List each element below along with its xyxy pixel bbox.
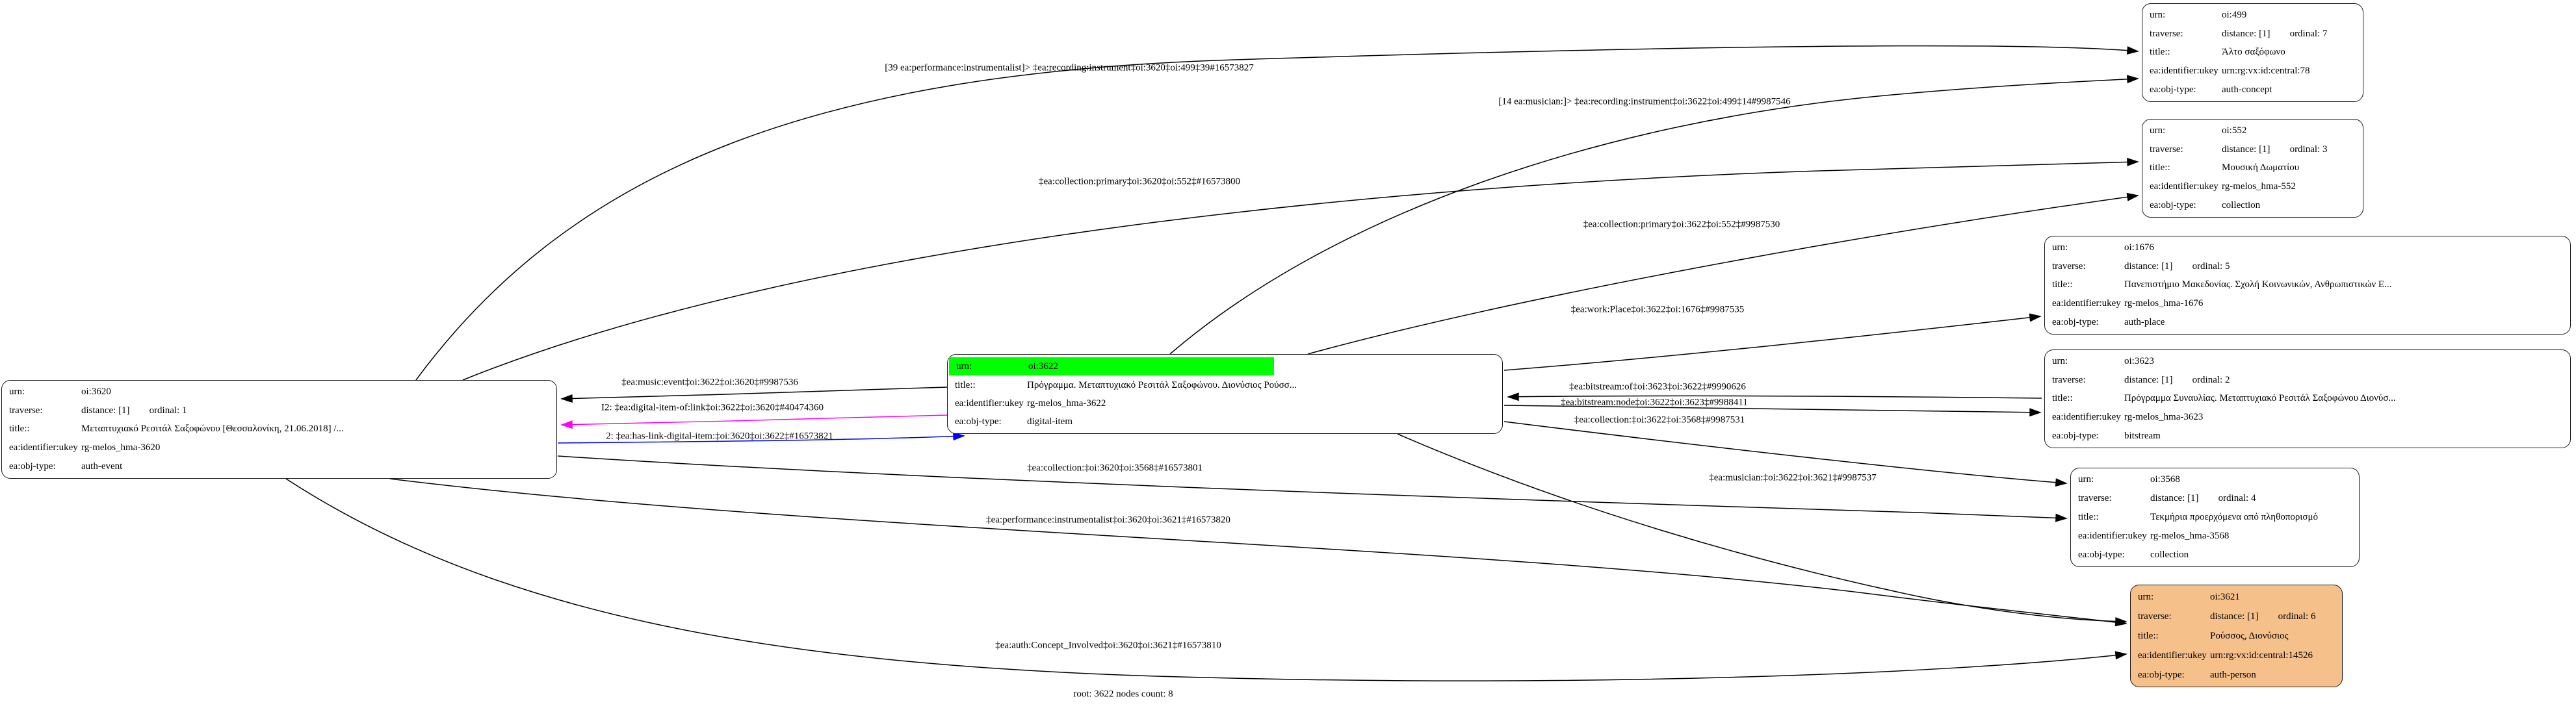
- edge-label-collection-3620: ‡ea:collection:‡oi:3620‡oi:3568‡#1657380…: [1027, 463, 1203, 474]
- node-row: ea:obj-type:auth-concept: [2150, 84, 2272, 95]
- node-row: urn:oi:3621: [2138, 591, 2240, 602]
- node-row: traverse:distance: [1]ordinal: 4: [2078, 493, 2256, 503]
- node-row: traverse:distance: [1]ordinal: 5: [2052, 260, 2230, 272]
- edge-label-collection-3622: ‡ea:collection:‡oi:3622‡oi:3568‡#9987531: [1574, 414, 1745, 425]
- edge-label-recording-instrument-14: [14 ea:musician:]> ‡ea:recording:instrum…: [1498, 96, 1791, 107]
- node-row: urn:oi:3568: [2078, 474, 2180, 485]
- node-oi3568[interactable]: urn:oi:3568 traverse:distance: [1]ordina…: [2070, 468, 2360, 567]
- edge-recording-instrument-39: [415, 45, 2139, 381]
- node-row: ea:obj-type:collection: [2078, 550, 2189, 560]
- node-row: title::Πανεπιστήμιο Μακεδονίας. Σχολή Κο…: [2052, 279, 2392, 290]
- node-row: ea:obj-type:auth-place: [2052, 317, 2165, 328]
- edge-label-musician: ‡ea:musician:‡oi:3622‡oi:3621‡#9987537: [1709, 472, 1877, 483]
- node-row: title::Μουσική Δωματίου: [2150, 162, 2300, 173]
- node-row: urn:oi:552: [2150, 125, 2247, 136]
- edge-label-collection-primary-3620: ‡ea:collection:primary‡oi:3620‡oi:552‡#1…: [1039, 176, 1240, 187]
- edge-label-bitstream-node: ‡ea:bitstream:node‡oi:3622‡oi:3623‡#9988…: [1561, 397, 1748, 408]
- node-row: ea:obj-type:bitstream: [2052, 431, 2161, 442]
- node-oi552[interactable]: urn:oi:552 traverse:distance: [1]ordinal…: [2142, 119, 2363, 218]
- node-row: title::Πρόγραμμα Συναυλίας. Μεταπτυχιακό…: [2052, 393, 2396, 404]
- node-row: traverse:distance: [1]ordinal: 7: [2150, 28, 2328, 39]
- node-row: urn:oi:499: [2150, 9, 2247, 20]
- node-row: title::Τεκμήρια προερχόμενα από πληθοπορ…: [2078, 512, 2319, 522]
- node-row: urn:oi:3623: [2052, 355, 2154, 366]
- node-row: traverse:distance: [1]ordinal: 2: [2052, 374, 2230, 385]
- edge-label-digital-item-of-link: I2: ‡ea:digital-item-of:link‡oi:3622‡oi:…: [601, 402, 824, 413]
- node-row: title::Ρούσσος, Διονύσιος: [2138, 630, 2289, 641]
- edge-digital-item-of-link: [560, 414, 948, 429]
- node-row: traverse:distance: [1]ordinal: 1: [9, 405, 187, 416]
- node-oi3623[interactable]: urn:oi:3623 traverse:distance: [1]ordina…: [2044, 349, 2571, 448]
- edge-collection-3620: [557, 455, 2068, 522]
- node-row: title::Μεταπτυχιακό Ρεσιτάλ Σαξοφώνου [Θ…: [9, 424, 344, 435]
- node-oi1676[interactable]: urn:oi:1676 traverse:distance: [1]ordina…: [2044, 236, 2571, 335]
- node-row: urn:oi:3620: [9, 386, 111, 397]
- node-row: ea:obj-type:collection: [2150, 200, 2261, 211]
- node-row: ea:obj-type:auth-event: [9, 461, 123, 472]
- edge-musician: [1397, 433, 2127, 626]
- node-oi3622[interactable]: urn:oi:3622 title::Πρόγραμμα. Μεταπτυχια…: [947, 354, 1503, 434]
- node-oi499[interactable]: urn:oi:499 traverse:distance: [1]ordinal…: [2142, 3, 2363, 102]
- node-row: traverse:distance: [1]ordinal: 6: [2138, 611, 2316, 622]
- node-row: traverse:distance: [1]ordinal: 3: [2150, 144, 2328, 155]
- node-row: urn:oi:1676: [2052, 242, 2154, 253]
- edge-label-has-link-digital-item: 2: ‡ea:has-link-digital-item:‡oi:3620‡oi…: [606, 431, 833, 442]
- node-row: title::Άλτο σαξόφωνο: [2150, 47, 2285, 58]
- edge-label-bitstream-of: ‡ea:bitstream:of‡oi:3623‡oi:3622‡#999062…: [1569, 381, 1746, 392]
- edge-label-music-event: ‡ea:music:event‡oi:3622‡oi:3620‡#9987536: [621, 377, 798, 388]
- node-oi3620[interactable]: urn:oi:3620 traverse:distance: [1]ordina…: [1, 380, 557, 479]
- node-row: ea:obj-type:digital-item: [955, 416, 1073, 427]
- root-info-label: root: 3622 nodes count: 8: [1073, 689, 1173, 700]
- edge-music-event: [560, 387, 948, 403]
- node-row: title::Πρόγραμμα. Μεταπτυχιακό Ρεσιτάλ Σ…: [955, 379, 1297, 390]
- node-row: ea:obj-type:auth-person: [2138, 669, 2256, 680]
- edge-work-place: [1503, 313, 2042, 371]
- edge-label-auth-concept-involved: ‡ea:auth:Concept_Involved‡oi:3620‡oi:362…: [995, 640, 1221, 651]
- node-row-highlighted: urn:oi:3622: [949, 357, 1501, 376]
- edge-collection-primary-3620: [462, 157, 2139, 381]
- edge-label-recording-instrument-39: [39 ea:performance:instrumentalist]> ‡ea…: [885, 62, 1254, 73]
- edge-performance-instrumentalist: [389, 478, 2127, 627]
- node-oi3621[interactable]: urn:oi:3621 traverse:distance: [1]ordina…: [2130, 585, 2343, 687]
- edge-label-work-place: ‡ea:work:Place‡oi:3622‡oi:1676‡#9987535: [1570, 304, 1745, 315]
- edge-label-collection-primary-3622: ‡ea:collection:primary‡oi:3622‡oi:552‡#9…: [1583, 219, 1780, 230]
- edge-label-performance-instrumentalist: ‡ea:performance:instrumentalist‡oi:3620‡…: [986, 514, 1230, 526]
